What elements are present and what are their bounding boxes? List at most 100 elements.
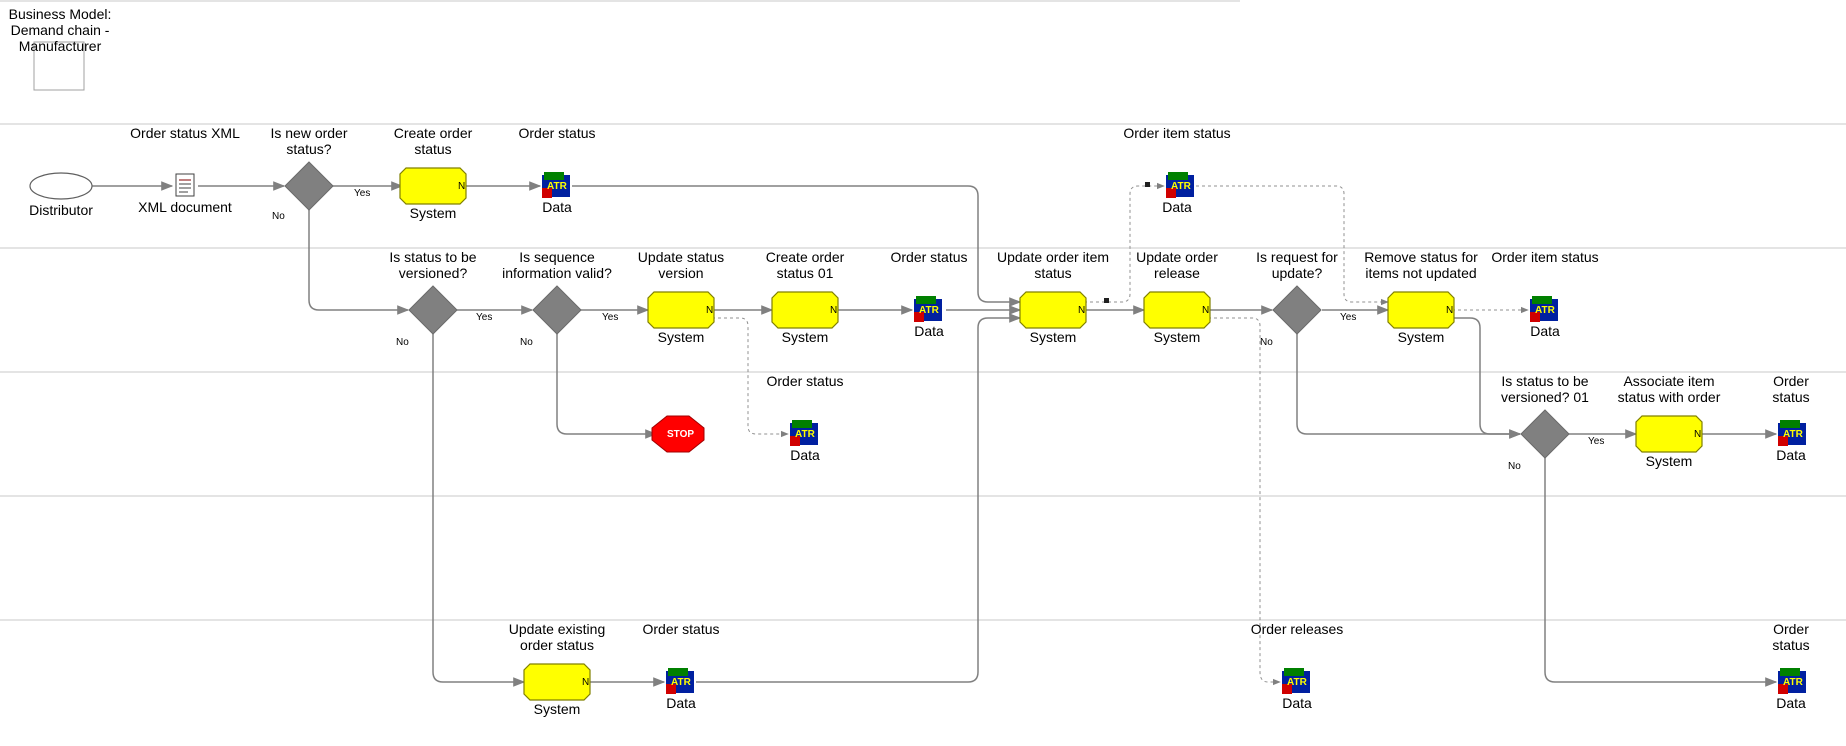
function-f1 bbox=[399, 167, 467, 205]
function-f8-marker: N bbox=[582, 677, 590, 688]
data-icon-d4-text: ATR bbox=[1535, 305, 1555, 316]
function-f7-marker: N bbox=[1694, 429, 1702, 440]
edge-label-no-g2: No bbox=[396, 337, 409, 348]
data-d6-sub: Data bbox=[1776, 447, 1806, 463]
data-d2-title: Order item status bbox=[1123, 125, 1231, 141]
rel-f4-d2 bbox=[1084, 182, 1165, 303]
function-f6 bbox=[1387, 291, 1455, 329]
edge-label-no-g5: No bbox=[1508, 461, 1521, 472]
data-icon-d2 bbox=[1166, 172, 1194, 198]
rel-f5-d8 bbox=[1208, 317, 1281, 686]
edge-f6-g5 bbox=[1452, 317, 1522, 439]
data-d8-sub: Data bbox=[1282, 695, 1312, 711]
edge-label-no-g1: No bbox=[272, 211, 285, 222]
data-d6-title: Order status bbox=[1772, 373, 1810, 405]
data-icon-d8-text: ATR bbox=[1287, 677, 1307, 688]
edge-g2-f8 bbox=[432, 334, 526, 687]
gateway-g5-label: Is status to be versioned? 01 bbox=[1501, 373, 1589, 405]
edge-g1-g2 bbox=[308, 210, 410, 315]
data-icon-d6-text: ATR bbox=[1783, 429, 1803, 440]
data-d1-title: Order status bbox=[518, 125, 596, 141]
data-icon-d7-text: ATR bbox=[671, 677, 691, 688]
function-f5-sub: System bbox=[1153, 329, 1201, 345]
model-title: Business Model: Demand chain - Manufactu… bbox=[8, 6, 112, 54]
data-icon-d8 bbox=[1282, 668, 1310, 694]
data-d4-sub: Data bbox=[1530, 323, 1560, 339]
function-f4-marker: N bbox=[1078, 305, 1086, 316]
gateways bbox=[284, 161, 1570, 459]
edge-label-yes-g4: Yes bbox=[1340, 312, 1357, 323]
gateway-g1-label: Is new order status? bbox=[270, 125, 348, 157]
data-d4-title: Order item status bbox=[1491, 249, 1599, 265]
data-icons bbox=[542, 172, 1806, 694]
data-icon-d7 bbox=[666, 668, 694, 694]
function-f7-sub: System bbox=[1645, 453, 1693, 469]
data-d9-title: Order status bbox=[1772, 621, 1810, 653]
model-title-box bbox=[33, 41, 85, 91]
data-d9-sub: Data bbox=[1776, 695, 1806, 711]
edge-d1-f4 bbox=[572, 185, 1022, 307]
data-icon-d6 bbox=[1778, 420, 1806, 446]
gateway-g3-label: Is sequence information valid? bbox=[502, 249, 612, 281]
edge-g4-g5 bbox=[1296, 334, 1522, 439]
function-f8 bbox=[523, 663, 591, 701]
gateway-g2 bbox=[408, 285, 458, 335]
data-d1-sub: Data bbox=[542, 199, 572, 215]
function-f1-title: Create order status bbox=[393, 125, 473, 157]
function-f3-sub: System bbox=[781, 329, 829, 345]
gateway-g5 bbox=[1520, 409, 1570, 459]
data-d5-title: Order status bbox=[766, 373, 844, 389]
xml-document-label: XML document bbox=[138, 199, 232, 215]
gateway-g2-label: Is status to be versioned? bbox=[389, 249, 477, 281]
data-icon-d3 bbox=[914, 296, 942, 322]
function-f6-title: Remove status for items not updated bbox=[1364, 249, 1478, 281]
data-icon-d9 bbox=[1778, 668, 1806, 694]
data-icon-d5 bbox=[790, 420, 818, 446]
function-f2-title: Update status version bbox=[637, 249, 725, 281]
lane-lines bbox=[0, 0, 1846, 621]
data-d7-sub: Data bbox=[666, 695, 696, 711]
edge-d7-f4 bbox=[696, 313, 1022, 683]
function-f7 bbox=[1635, 415, 1703, 453]
gateway-g1 bbox=[284, 161, 334, 211]
edge-label-no-g4: No bbox=[1260, 337, 1273, 348]
function-f2 bbox=[647, 291, 715, 329]
data-d3-title: Order status bbox=[890, 249, 968, 265]
function-f6-sub: System bbox=[1397, 329, 1445, 345]
rel-f2-d5 bbox=[712, 317, 789, 438]
xml-document-icon bbox=[175, 173, 195, 197]
function-f6-marker: N bbox=[1446, 305, 1454, 316]
edge-label-yes-g1: Yes bbox=[354, 188, 371, 199]
gateway-g4-label: Is request for update? bbox=[1256, 249, 1338, 281]
stop-shape bbox=[651, 415, 705, 453]
data-icon-d1-text: ATR bbox=[547, 181, 567, 192]
data-icon-d2-text: ATR bbox=[1171, 181, 1191, 192]
data-d8-title: Order releases bbox=[1250, 621, 1344, 637]
data-d7-title: Order status bbox=[642, 621, 720, 637]
data-d5-sub: Data bbox=[790, 447, 820, 463]
data-icon-d1 bbox=[542, 172, 570, 198]
function-f5-title: Update order release bbox=[1136, 249, 1218, 281]
start-event-label: Distributor bbox=[29, 202, 93, 218]
function-f7-title: Associate item status with order bbox=[1617, 373, 1721, 405]
data-icon-d4 bbox=[1530, 296, 1558, 322]
function-f1-marker: N bbox=[458, 181, 466, 192]
function-f3-title: Create order status 01 bbox=[765, 249, 845, 281]
function-f2-marker: N bbox=[706, 305, 714, 316]
data-icon-d9-text: ATR bbox=[1783, 677, 1803, 688]
function-f1-sub: System bbox=[409, 205, 457, 221]
function-f4 bbox=[1019, 291, 1087, 329]
relation-markers bbox=[1104, 182, 1150, 303]
edge-label-yes-g5: Yes bbox=[1588, 436, 1605, 447]
edge-label-yes-g2: Yes bbox=[476, 312, 493, 323]
connectors bbox=[92, 181, 1778, 687]
gateway-g4 bbox=[1272, 285, 1322, 335]
functions bbox=[399, 167, 1703, 701]
gateway-g3 bbox=[532, 285, 582, 335]
edge-label-no-g3: No bbox=[520, 337, 533, 348]
start-event bbox=[29, 172, 93, 200]
function-f2-sub: System bbox=[657, 329, 705, 345]
function-f5 bbox=[1143, 291, 1211, 329]
function-f4-sub: System bbox=[1029, 329, 1077, 345]
